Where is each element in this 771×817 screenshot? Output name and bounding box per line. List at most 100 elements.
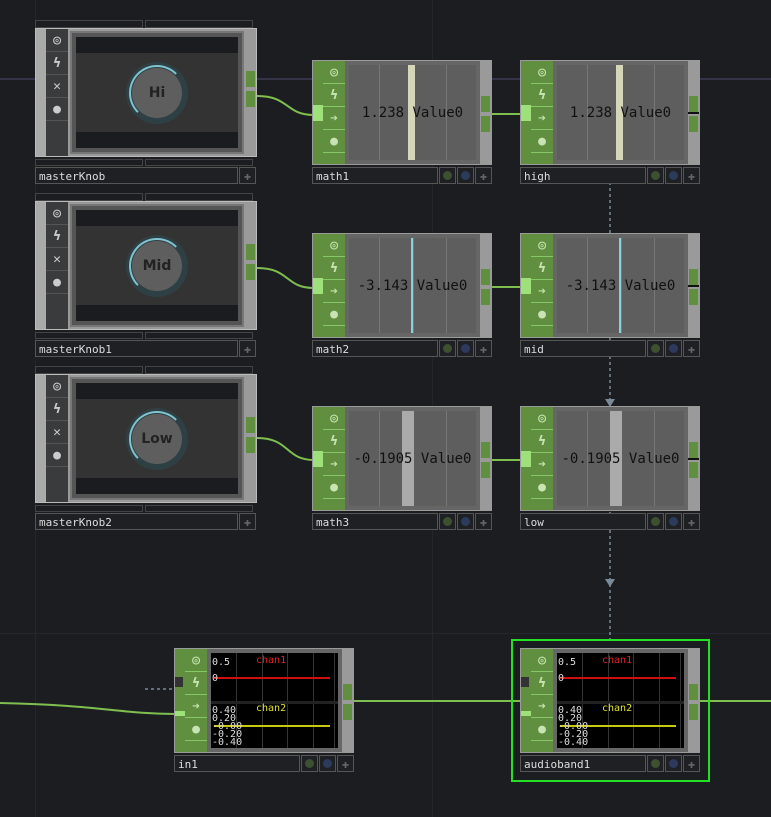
bypass-icon[interactable]: ϟ: [185, 672, 207, 695]
lock-icon[interactable]: ●: [531, 476, 553, 499]
display-flag[interactable]: [665, 513, 682, 530]
output-connector[interactable]: [689, 684, 698, 700]
cook-flag[interactable]: [647, 340, 664, 357]
viewer-icon[interactable]: ◎: [323, 61, 345, 84]
knob-viewer[interactable]: Mid: [70, 204, 244, 327]
input-connector[interactable]: [175, 677, 183, 687]
add-icon[interactable]: ✚: [475, 167, 492, 184]
output-connector[interactable]: [689, 704, 698, 720]
input-connector[interactable]: [521, 711, 531, 716]
lock-icon[interactable]: ●: [323, 130, 345, 153]
bypass-icon[interactable]: ϟ: [46, 52, 68, 75]
bypass-icon[interactable]: ϟ: [531, 672, 553, 695]
lock-icon[interactable]: ●: [531, 718, 553, 741]
knob[interactable]: [132, 413, 182, 464]
lock-icon[interactable]: ●: [46, 444, 68, 467]
node-name[interactable]: masterKnob: [35, 167, 238, 184]
output-connector[interactable]: [481, 462, 490, 478]
viewer-icon[interactable]: ◎: [531, 407, 553, 430]
viewer-icon[interactable]: ◎: [46, 375, 68, 398]
bypass-icon[interactable]: ϟ: [531, 430, 553, 453]
display-flag[interactable]: [457, 340, 474, 357]
bypass-icon[interactable]: ϟ: [531, 257, 553, 280]
display-flag[interactable]: [665, 755, 682, 772]
output-connector[interactable]: [246, 437, 255, 453]
add-icon[interactable]: ✚: [239, 513, 256, 530]
add-icon[interactable]: ✚: [683, 167, 700, 184]
input-connector[interactable]: [313, 278, 323, 294]
close-icon[interactable]: ✕: [46, 421, 68, 444]
knob-viewer[interactable]: Hi: [70, 31, 244, 154]
output-connector[interactable]: [481, 116, 490, 132]
add-icon[interactable]: ✚: [683, 340, 700, 357]
output-connector[interactable]: [246, 71, 255, 87]
cook-flag[interactable]: [647, 755, 664, 772]
node-name[interactable]: math2: [312, 340, 438, 357]
add-icon[interactable]: ✚: [239, 340, 256, 357]
close-icon[interactable]: ✕: [46, 248, 68, 271]
display-flag[interactable]: [665, 340, 682, 357]
display-flag[interactable]: [457, 167, 474, 184]
input-connector[interactable]: [521, 677, 529, 687]
output-connector[interactable]: [343, 684, 352, 700]
arrow-right-icon[interactable]: ➔: [531, 453, 553, 476]
viewer-icon[interactable]: ◎: [531, 649, 553, 672]
bypass-icon[interactable]: ϟ: [531, 84, 553, 107]
node-name[interactable]: high: [520, 167, 646, 184]
output-connector[interactable]: [689, 269, 698, 285]
node-name[interactable]: low: [520, 513, 646, 530]
viewer-icon[interactable]: ◎: [323, 407, 345, 430]
viewer-icon[interactable]: ◎: [531, 61, 553, 84]
lock-icon[interactable]: ●: [46, 271, 68, 294]
node-name[interactable]: masterKnob2: [35, 513, 238, 530]
bypass-icon[interactable]: ϟ: [46, 225, 68, 248]
bypass-icon[interactable]: ϟ: [323, 430, 345, 453]
add-icon[interactable]: ✚: [337, 755, 354, 772]
arrow-right-icon[interactable]: ➔: [531, 695, 553, 718]
add-icon[interactable]: ✚: [475, 513, 492, 530]
node-name[interactable]: in1: [174, 755, 300, 772]
viewer-icon[interactable]: ◎: [531, 234, 553, 257]
viewer-icon[interactable]: ◎: [185, 649, 207, 672]
output-connector[interactable]: [343, 704, 352, 720]
viewer-icon[interactable]: ◎: [46, 29, 68, 52]
node-name[interactable]: audioband1: [520, 755, 646, 772]
cook-flag[interactable]: [439, 340, 456, 357]
add-icon[interactable]: ✚: [683, 513, 700, 530]
add-icon[interactable]: ✚: [239, 167, 256, 184]
node-name[interactable]: masterKnob1: [35, 340, 238, 357]
output-connector[interactable]: [689, 289, 698, 305]
display-flag[interactable]: [457, 513, 474, 530]
output-connector[interactable]: [481, 289, 490, 305]
input-connector[interactable]: [313, 451, 323, 467]
cook-flag[interactable]: [647, 167, 664, 184]
lock-icon[interactable]: ●: [531, 130, 553, 153]
output-connector[interactable]: [246, 264, 255, 280]
cook-flag[interactable]: [647, 513, 664, 530]
arrow-right-icon[interactable]: ➔: [531, 280, 553, 303]
lock-icon[interactable]: ●: [531, 303, 553, 326]
cook-flag[interactable]: [301, 755, 318, 772]
knob[interactable]: [132, 67, 182, 118]
lock-icon[interactable]: ●: [185, 718, 207, 741]
node-name[interactable]: math3: [312, 513, 438, 530]
output-connector[interactable]: [246, 417, 255, 433]
output-connector[interactable]: [481, 442, 490, 458]
arrow-right-icon[interactable]: ➔: [323, 453, 345, 476]
input-connector[interactable]: [521, 278, 531, 294]
knob-viewer[interactable]: Low: [70, 377, 244, 500]
bypass-icon[interactable]: ϟ: [46, 398, 68, 421]
close-icon[interactable]: ✕: [46, 75, 68, 98]
input-connector[interactable]: [521, 451, 531, 467]
input-connector[interactable]: [313, 105, 323, 121]
output-connector[interactable]: [689, 96, 698, 112]
output-connector[interactable]: [246, 244, 255, 260]
slider-comp-node[interactable]: ◎ϟ✕●Low masterKnob2✚: [35, 366, 257, 530]
